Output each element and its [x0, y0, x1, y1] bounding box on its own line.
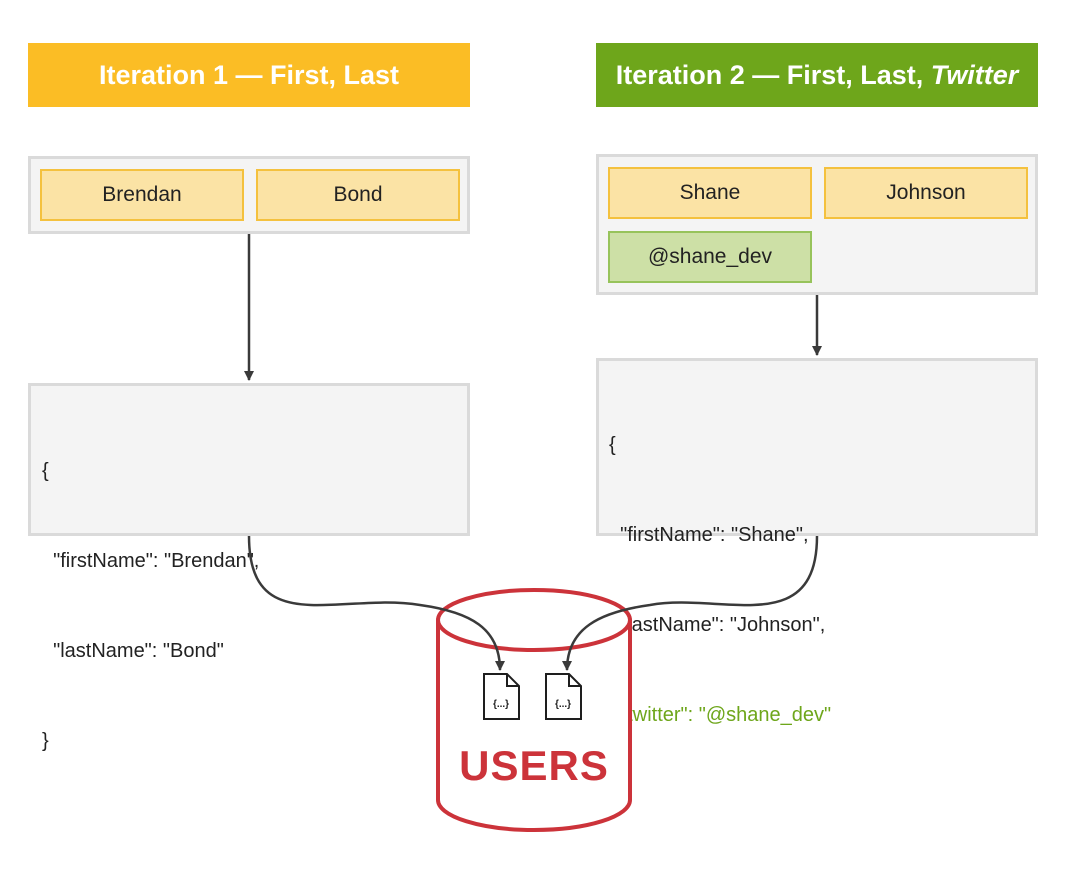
- first-name-field-1: Brendan: [40, 169, 244, 221]
- iteration-2-title: Iteration 2 — First, Last,: [615, 59, 924, 90]
- json-2-firstname-line: "firstName": "Shane",: [609, 524, 809, 546]
- document-1-icon: {...}: [483, 673, 520, 720]
- json-panel-1: [28, 383, 470, 536]
- document-2-icon: {...}: [545, 673, 582, 720]
- arrow-json-2-to-database: [562, 535, 819, 671]
- json-panel-2: [596, 358, 1038, 536]
- json-1-open-brace: {: [42, 460, 49, 482]
- twitter-value-2: @shane_dev: [647, 245, 773, 268]
- json-2-open-brace: {: [609, 434, 616, 456]
- document-1-glyph: {...}: [493, 699, 509, 710]
- twitter-field-2: @shane_dev: [608, 231, 812, 283]
- iteration-1-title: Iteration 1 — First, Last: [98, 59, 400, 90]
- first-name-value-1: Brendan: [102, 183, 182, 206]
- document-2-glyph: {...}: [555, 699, 571, 710]
- users-database-label: USERS: [459, 742, 609, 789]
- iteration-1-banner: Iteration 1 — First, Last: [28, 43, 470, 107]
- last-name-field-2: Johnson: [824, 167, 1028, 219]
- arrow-json-1-to-database: [247, 535, 505, 671]
- json-document-1: { "firstName": "Brendan", "lastName": "B…: [42, 396, 259, 786]
- last-name-value-1: Bond: [333, 183, 383, 206]
- json-1-lastname-line: "lastName": "Bond": [42, 640, 224, 662]
- iteration-2-title-twitter: Twitter: [930, 59, 1019, 90]
- last-name-field-1: Bond: [256, 169, 460, 221]
- iteration-2-banner: Iteration 2 — First, Last, Twitter: [596, 43, 1038, 107]
- json-2-lastname-line: "lastName": "Johnson",: [609, 614, 826, 636]
- json-2-twitter-line: "twitter": "@shane_dev": [609, 704, 832, 726]
- first-name-value-2: Shane: [679, 181, 741, 204]
- last-name-value-2: Johnson: [886, 181, 966, 204]
- json-document-2: { "firstName": "Shane", "lastName": "Joh…: [609, 370, 831, 850]
- first-name-field-2: Shane: [608, 167, 812, 219]
- json-1-close-brace: }: [42, 730, 49, 752]
- json-1-firstname-line: "firstName": "Brendan",: [42, 550, 260, 572]
- users-database-icon: [436, 588, 632, 832]
